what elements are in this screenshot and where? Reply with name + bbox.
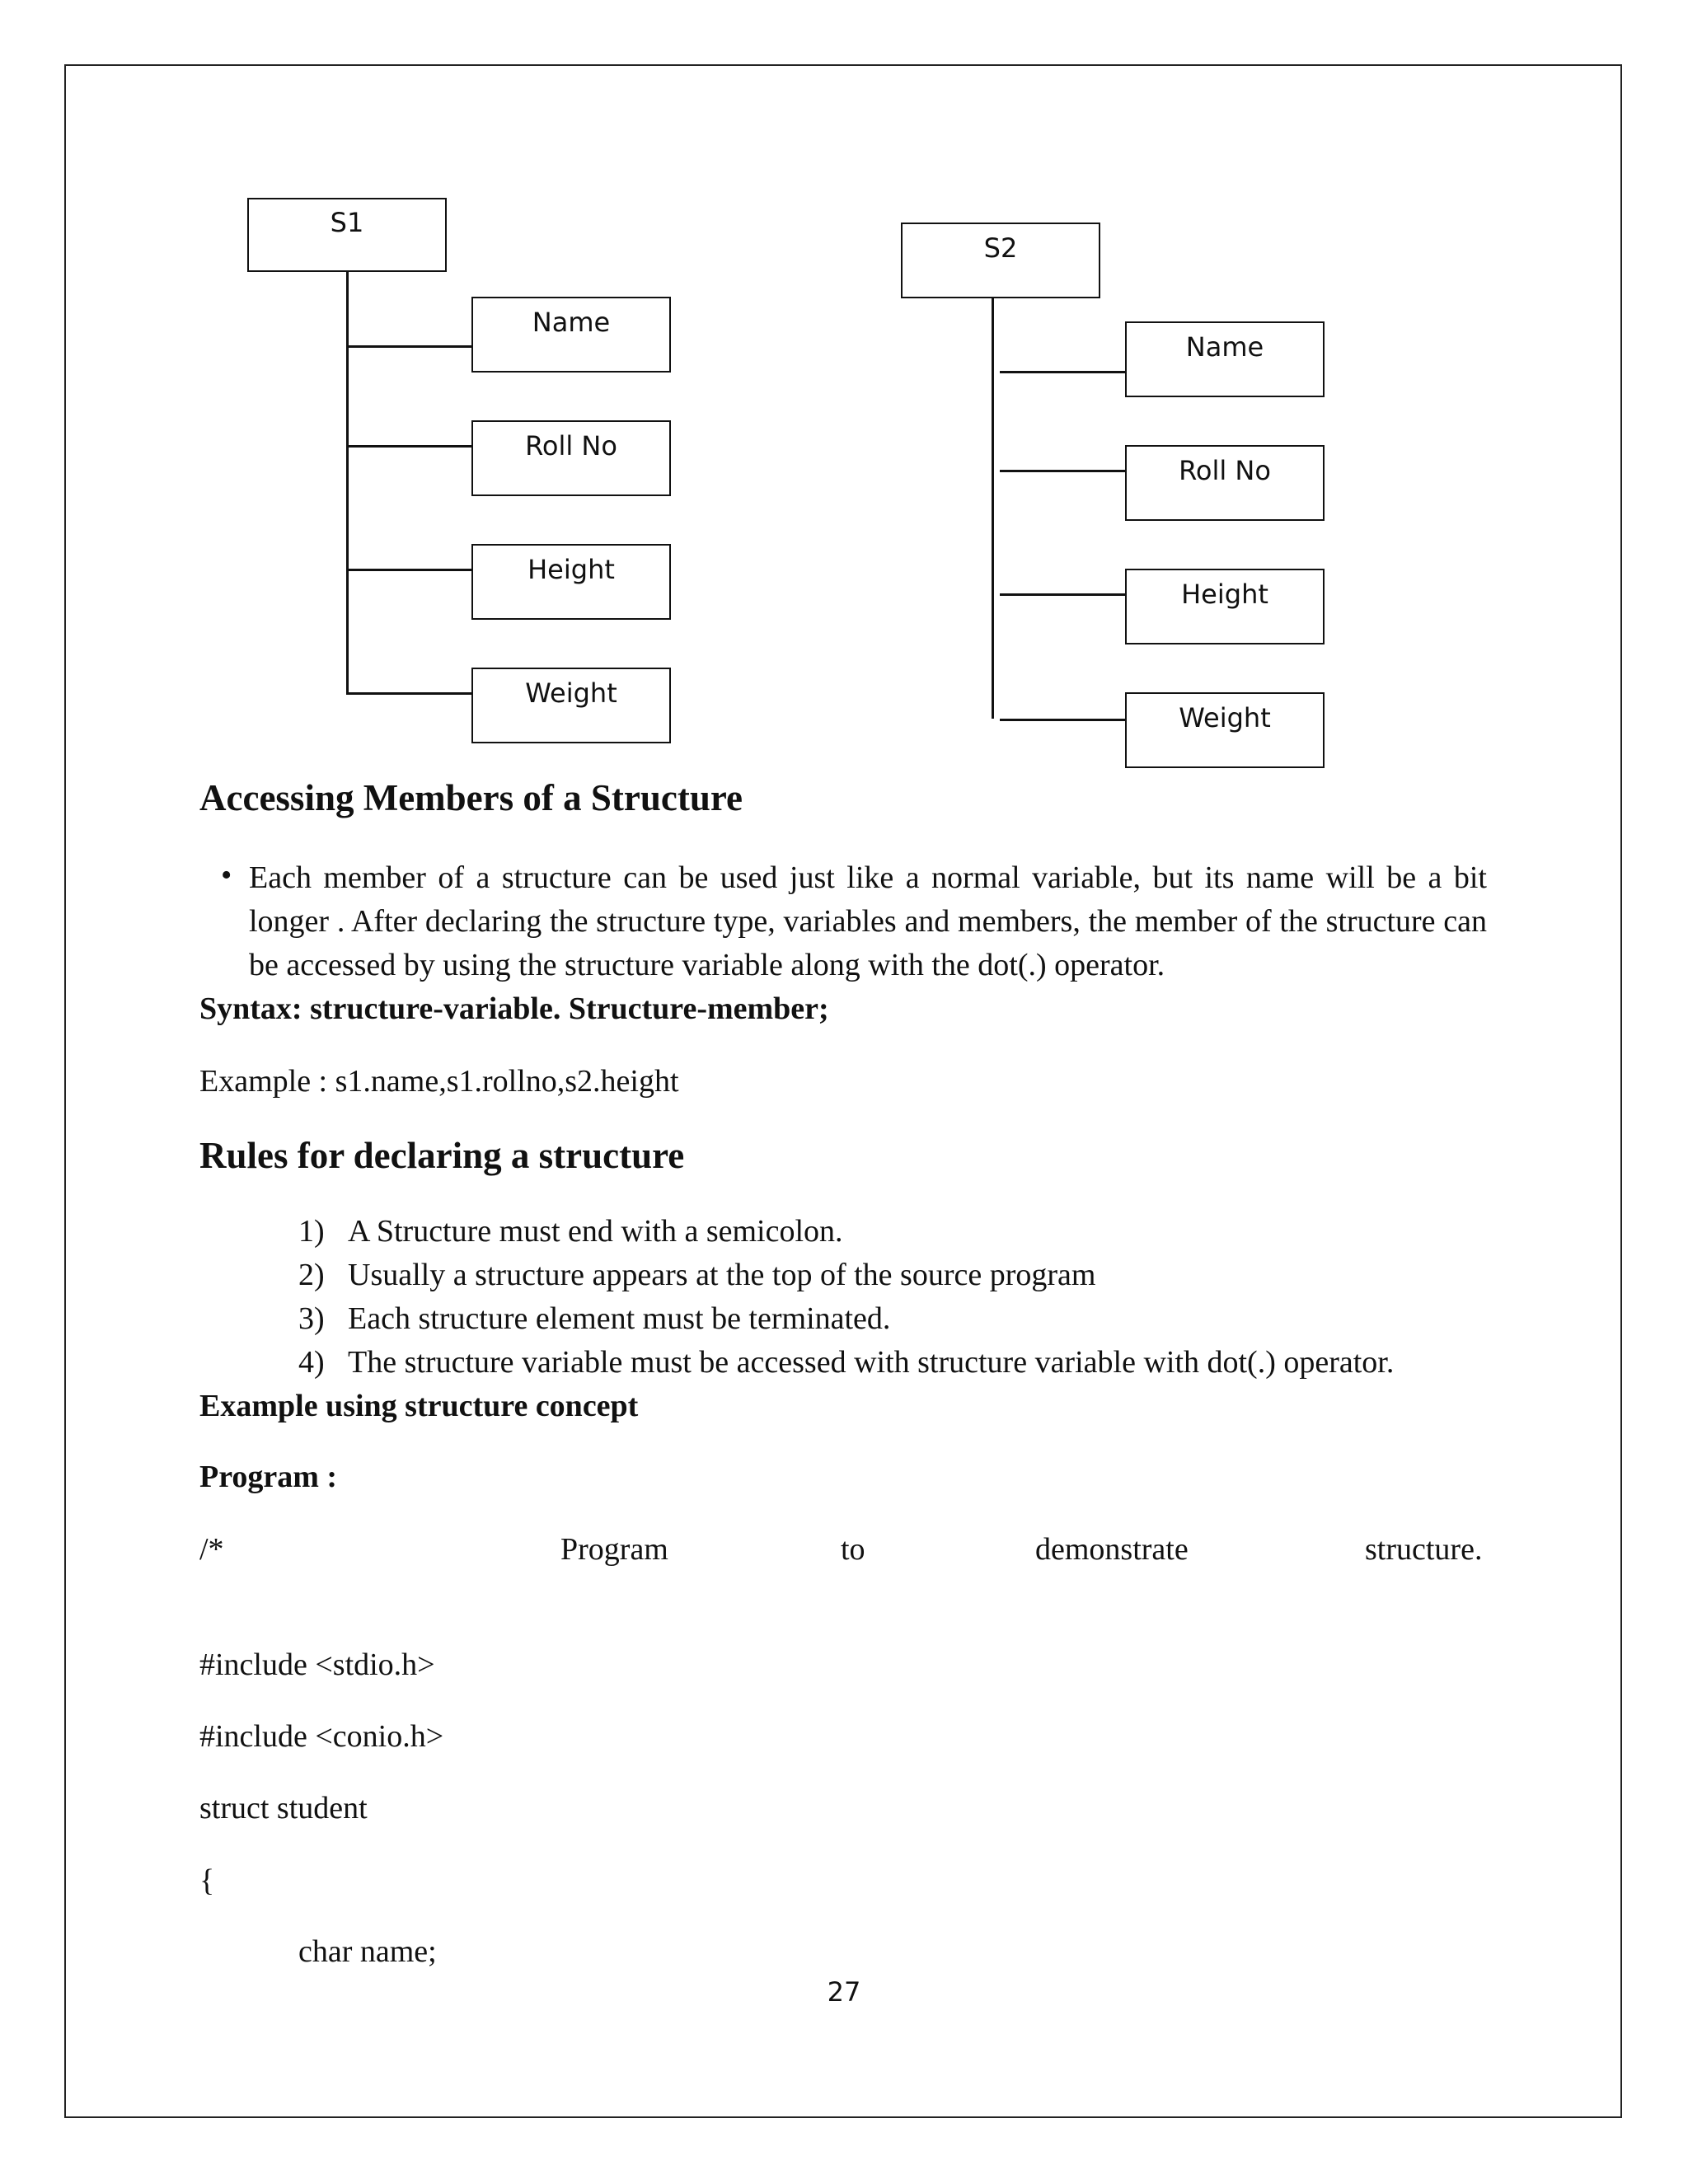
rule-item: 1) A Structure must end with a semicolon. [298,1213,843,1249]
s1-member-label: Roll No [525,430,617,462]
s2-branch-line [1000,593,1125,596]
accessing-members-heading: Accessing Members of a Structure [199,777,743,818]
rule-number: 1) [298,1214,325,1249]
s2-root-box: S2 [901,223,1100,298]
s2-branch-line [1000,719,1125,721]
code-line: #include <stdio.h> [199,1647,435,1682]
s1-root-box: S1 [247,198,447,272]
program-comment-word: Program [560,1532,668,1567]
s2-branch-line [1000,371,1125,373]
s1-member-box: Height [471,544,671,620]
s1-branch-line [346,345,471,348]
code-line: #include <conio.h> [199,1719,444,1754]
s1-member-box: Roll No [471,420,671,496]
program-comment-word: to [841,1532,865,1567]
rules-heading: Rules for declaring a structure [199,1135,685,1176]
s1-member-label: Name [532,307,611,338]
s1-member-label: Height [528,554,615,585]
syntax-line: Syntax: structure-variable. Structure-me… [199,991,829,1026]
rule-text: The structure variable must be accessed … [348,1345,1395,1380]
s2-member-label: Weight [1179,702,1271,733]
s1-trunk-line [346,272,349,693]
example-heading: Example using structure concept [199,1389,639,1423]
s1-branch-line [346,692,471,695]
s1-root-label: S1 [330,207,364,238]
code-line: { [199,1863,215,1898]
s1-member-label: Weight [525,677,617,709]
s1-branch-line [346,569,471,571]
rule-text: A Structure must end with a semicolon. [348,1214,843,1249]
s2-member-box: Name [1125,321,1325,397]
s2-member-label: Height [1181,579,1268,610]
page-border [64,64,1622,2118]
s2-trunk-line [992,298,994,719]
rule-item: 4) The structure variable must be accesse… [298,1344,1394,1380]
s2-member-box: Weight [1125,692,1325,768]
code-line: char name; [298,1934,437,1969]
page-number: 27 [827,1976,861,2008]
s2-root-label: S2 [983,232,1018,264]
s2-member-label: Name [1185,331,1264,363]
bullet-dot: • [221,858,232,893]
rule-number: 3) [298,1301,325,1336]
rule-text: Usually a structure appears at the top o… [348,1258,1096,1292]
s1-member-box: Weight [471,668,671,743]
s1-member-box: Name [471,297,671,373]
program-comment-word: structure. [1365,1532,1483,1567]
s2-branch-line [1000,470,1125,472]
s2-member-box: Roll No [1125,445,1325,521]
rule-number: 4) [298,1345,325,1380]
accessing-members-paragraph: Each member of a structure can be used j… [249,860,1487,982]
s1-branch-line [346,445,471,448]
rule-item: 2) Usually a structure appears at the top… [298,1257,1095,1293]
code-line: struct student [199,1791,368,1825]
rule-item: 3) Each structure element must be termina… [298,1301,890,1337]
rule-text: Each structure element must be terminate… [348,1301,891,1336]
program-comment-word: /* [199,1532,224,1567]
rule-number: 2) [298,1258,325,1292]
program-comment-word: demonstrate [1035,1532,1189,1567]
s2-member-label: Roll No [1179,455,1271,486]
s2-member-box: Height [1125,569,1325,644]
example-line: Example : s1.name,s1.rollno,s2.height [199,1064,679,1099]
program-label: Program : [199,1460,338,1494]
